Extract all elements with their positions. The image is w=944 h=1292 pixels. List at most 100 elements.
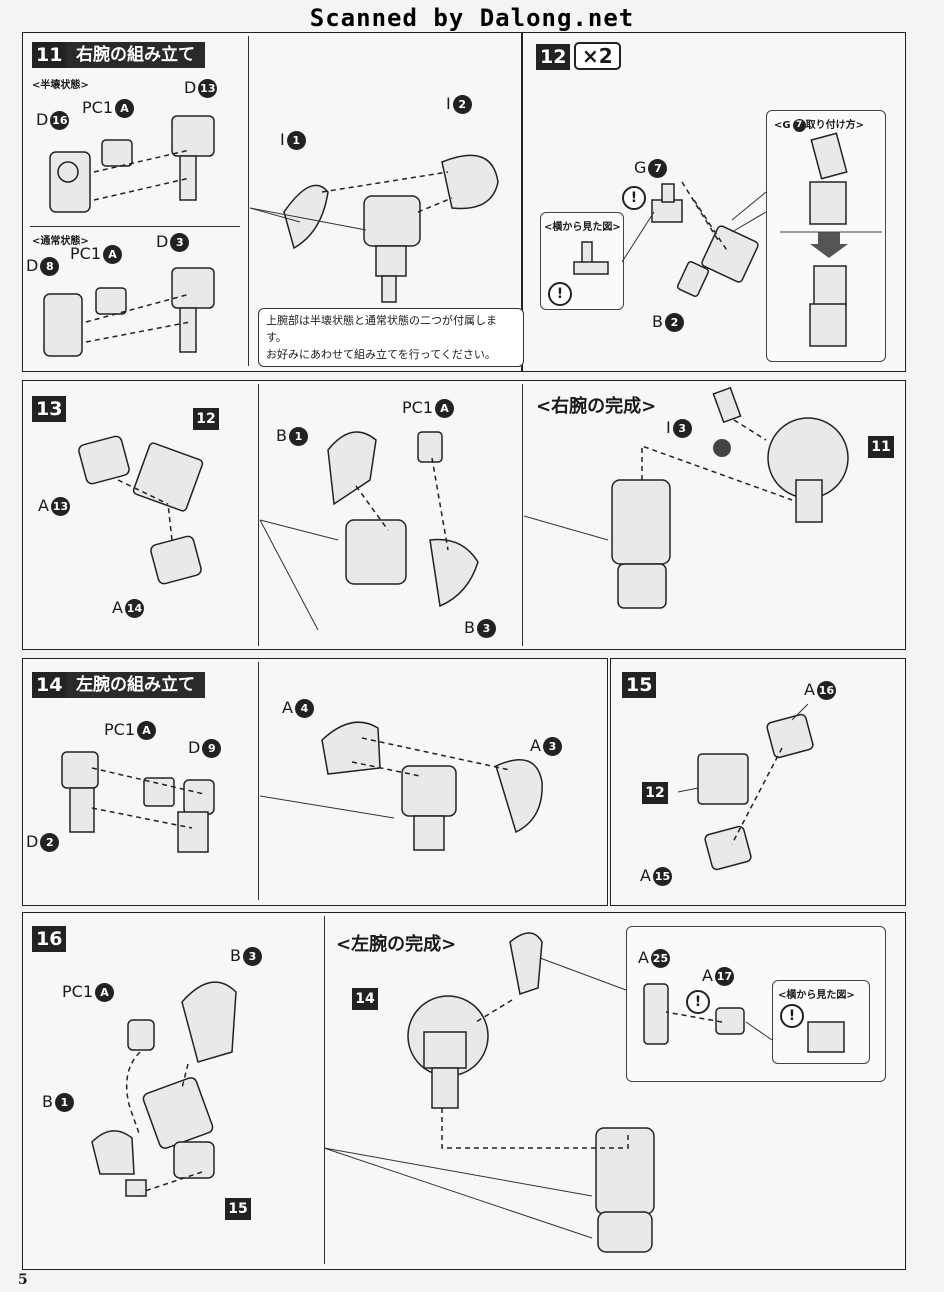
divider — [248, 36, 249, 366]
note-line: お好みにあわせて組み立てを行ってください。 — [266, 348, 496, 361]
part-shape — [643, 983, 669, 1045]
part-shape — [345, 519, 407, 585]
part-shape — [611, 479, 671, 565]
guide-line — [321, 171, 449, 193]
guide-line — [693, 199, 729, 253]
guide-line — [681, 181, 719, 241]
part-shape — [150, 535, 202, 585]
caution-icon: ! — [686, 990, 710, 1014]
guide-line — [125, 1051, 141, 1137]
part-shape — [809, 181, 847, 225]
part-shape — [581, 241, 593, 265]
part-shape — [171, 267, 215, 309]
pointer-line — [745, 1021, 773, 1041]
sub-heading-damaged: <半壊状態> — [32, 80, 89, 91]
step-reference-12: 12 — [193, 408, 219, 430]
part-shape — [712, 386, 742, 424]
part-shape — [181, 981, 237, 1063]
pointer-line — [621, 211, 655, 263]
step-number-12: 12 — [536, 44, 571, 70]
part-shape — [595, 1127, 655, 1215]
part-shape — [704, 825, 752, 871]
page-number: 5 — [18, 1272, 28, 1288]
part-shape — [423, 1031, 467, 1069]
part-shape — [813, 265, 847, 307]
caution-icon: ! — [622, 186, 646, 210]
guide-line — [355, 485, 389, 531]
part-shape — [179, 155, 197, 201]
part-shape — [69, 787, 95, 833]
step-number-15: 15 — [622, 672, 657, 698]
step-reference-14: 14 — [352, 988, 378, 1010]
step-reference-11: 11 — [868, 436, 894, 458]
pointer-line — [539, 957, 627, 991]
guide-line — [93, 149, 191, 173]
pointer-line — [259, 519, 339, 541]
pointer-line — [677, 787, 699, 793]
part-shape — [417, 431, 443, 463]
part-shape — [809, 303, 847, 347]
parts-illustration — [573, 132, 882, 347]
divider — [258, 384, 259, 646]
rotate-icon — [713, 439, 731, 457]
side-view-title: <横から見た図> — [778, 990, 855, 1001]
divider — [324, 916, 325, 1264]
part-shape — [495, 759, 543, 834]
parts-illustration — [91, 932, 845, 1253]
guide-line — [417, 197, 453, 213]
part-shape — [57, 161, 79, 183]
guide-line — [91, 807, 193, 829]
guide-line — [117, 479, 169, 505]
pointer-line — [323, 1147, 593, 1239]
pointer-line — [259, 795, 395, 819]
part-shape — [401, 765, 457, 817]
pointer-line — [259, 519, 319, 631]
part-shape — [375, 245, 407, 277]
pointer-line — [791, 703, 809, 721]
panel-step-13 — [22, 380, 906, 650]
part-shape — [127, 1019, 155, 1051]
guide-line — [475, 999, 513, 1023]
divider — [258, 662, 259, 900]
part-shape — [171, 115, 215, 157]
part-shape — [766, 713, 814, 759]
part-shape — [441, 154, 499, 210]
step-number-16: 16 — [32, 926, 67, 952]
divider — [30, 226, 240, 227]
step-title-11: 右腕の組み立て — [66, 42, 205, 68]
part-shape — [173, 1141, 215, 1179]
part-shape — [142, 1077, 214, 1149]
watermark: Scanned by Dalong.net — [309, 4, 635, 32]
part-shape — [95, 287, 127, 315]
arrow-down-icon — [810, 232, 848, 258]
guide-line — [85, 321, 191, 343]
part-shape — [43, 293, 83, 357]
parts-illustration — [61, 703, 814, 871]
part-shape — [327, 431, 377, 506]
note-line: 上腕部は半壊状態と通常状態の二つが付属します。 — [266, 314, 497, 344]
part-shape — [701, 225, 759, 283]
parts-illustration — [78, 386, 849, 631]
part-shape — [61, 751, 99, 789]
left-arm-complete-title: <左腕の完成> — [336, 934, 457, 955]
